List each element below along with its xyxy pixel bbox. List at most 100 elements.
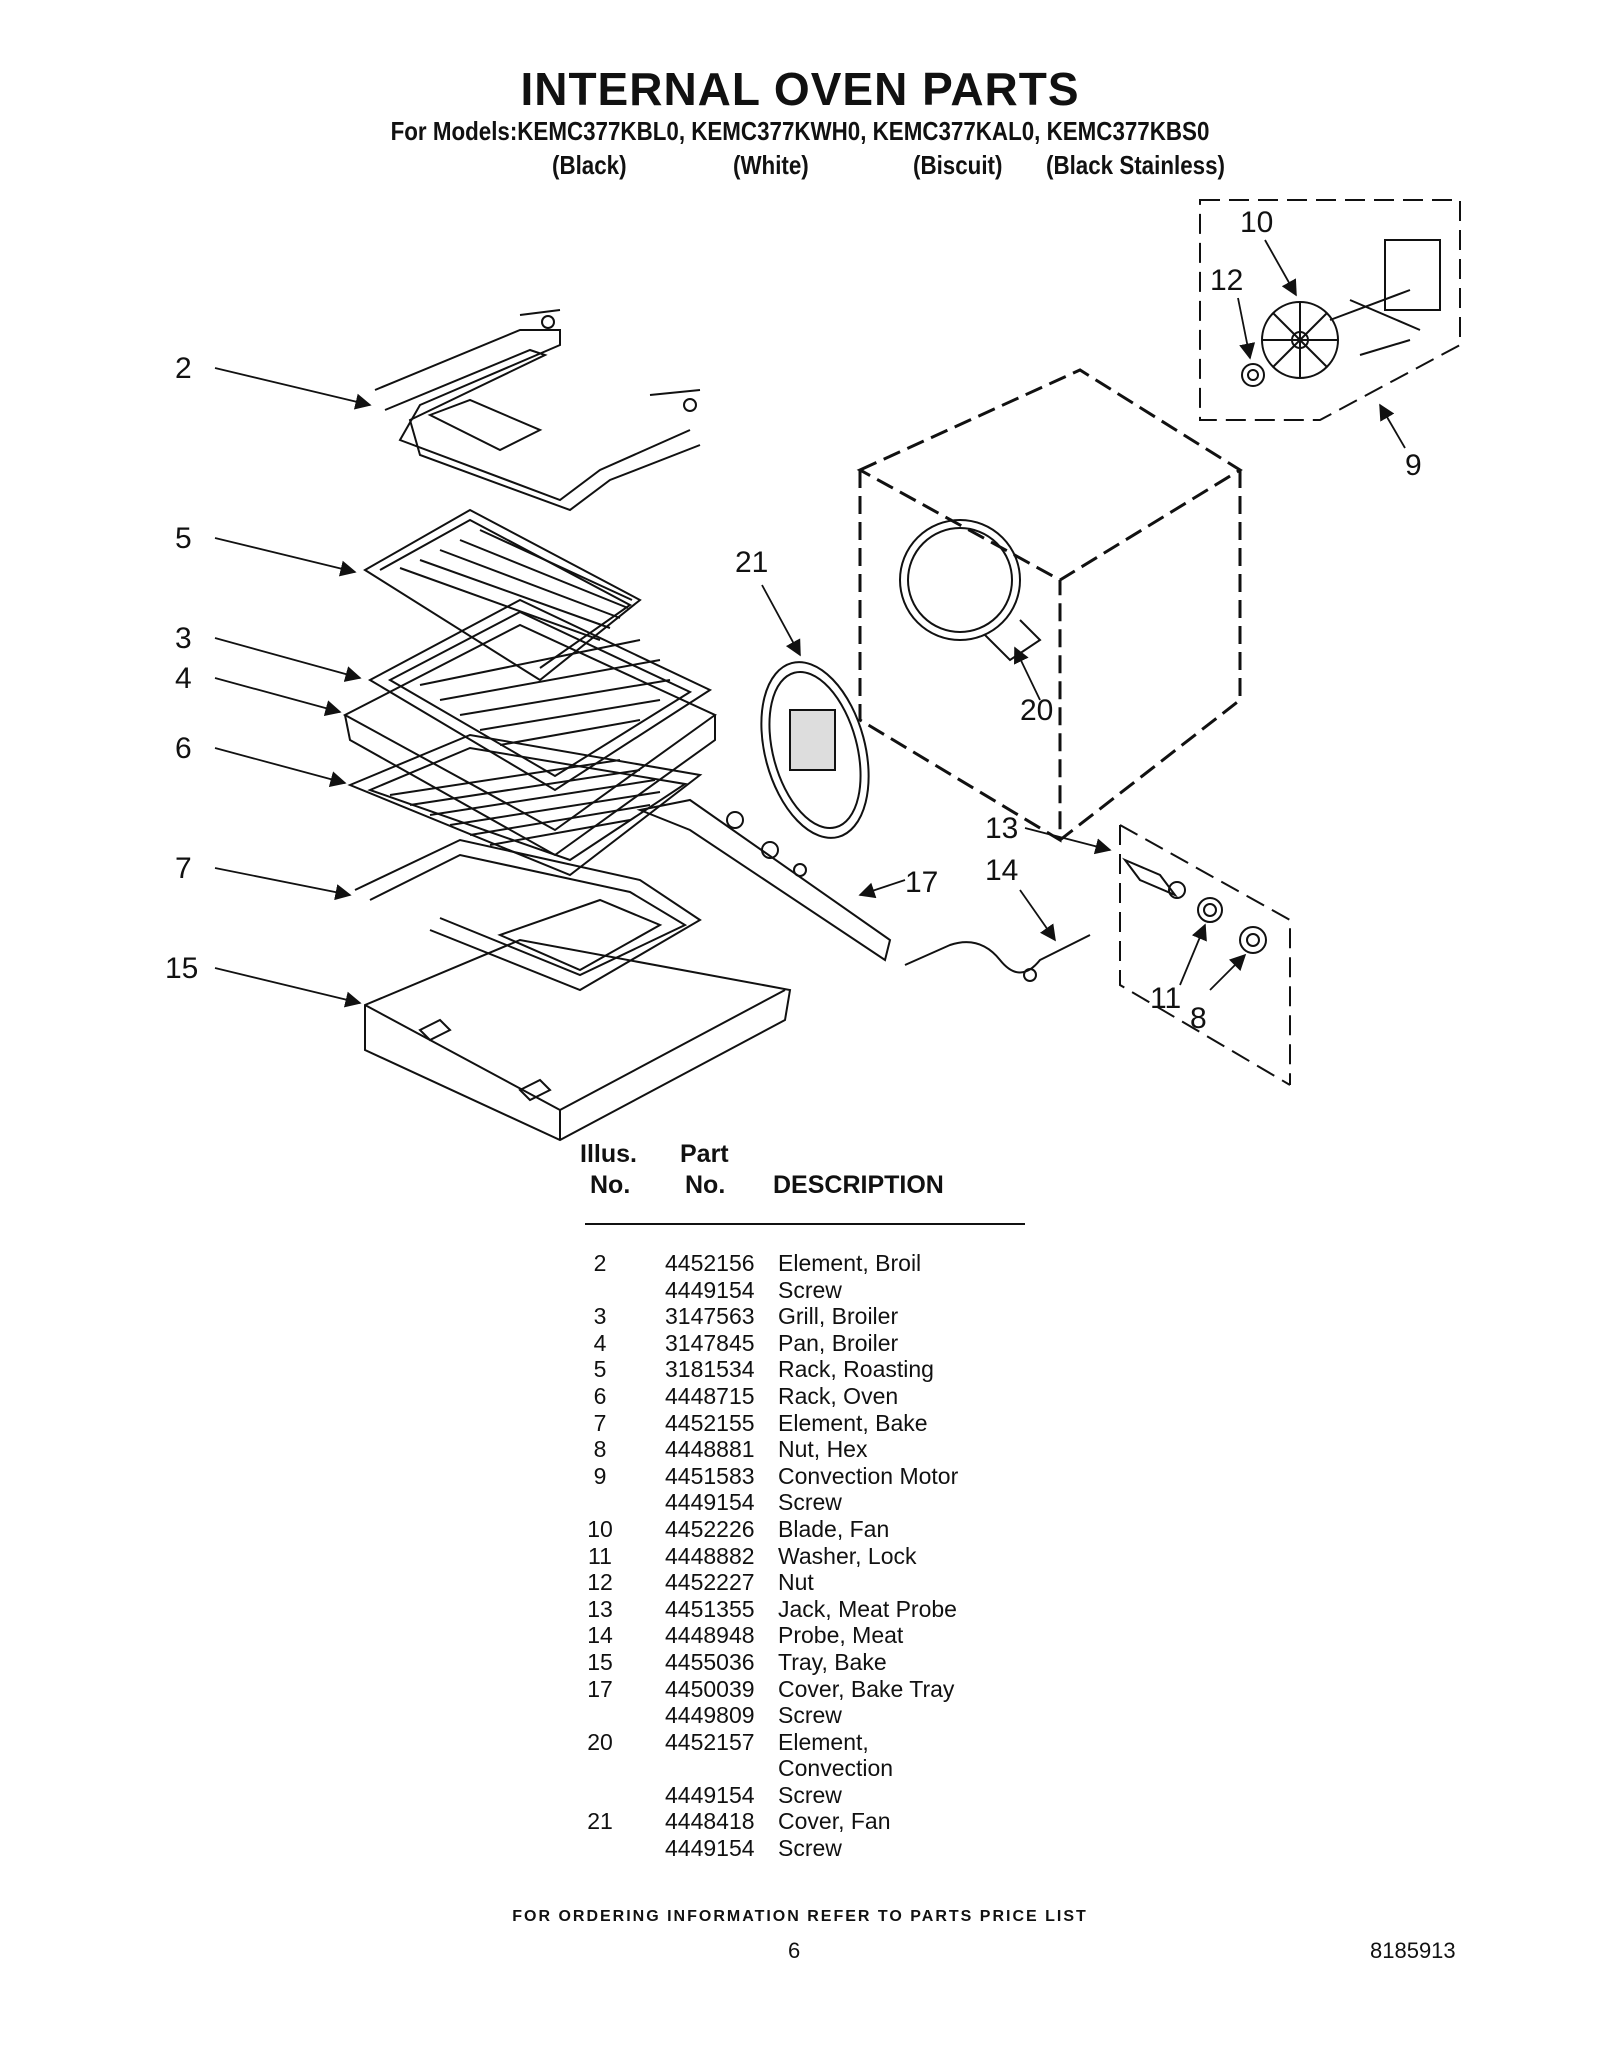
illus-no: 4 [593, 1329, 607, 1356]
part-description: Element, Bake [778, 1409, 928, 1436]
variant-black-stainless: (Black Stainless) [1046, 150, 1225, 180]
illus-no: 7 [593, 1409, 607, 1436]
part-description: Pan, Broiler [778, 1329, 899, 1356]
broiler-grill-drawing [367, 598, 713, 792]
leader-line [1024, 827, 1112, 855]
callout-8: 8 [1190, 1002, 1207, 1035]
part-description: Rack, Oven [778, 1382, 899, 1409]
convection-element-drawing [899, 519, 1042, 662]
part-no: 4455036 [665, 1648, 755, 1675]
leader-line [1179, 923, 1207, 986]
variant-black: (Black) [552, 150, 627, 180]
leader-line [214, 747, 347, 788]
hex-nut-drawing [1239, 926, 1267, 954]
part-no: 4448948 [665, 1622, 755, 1649]
part-no: 4449154 [665, 1781, 755, 1808]
part-no: 3147845 [665, 1329, 755, 1356]
convection-motor-drawing [1329, 239, 1441, 356]
illus-no: 17 [587, 1675, 613, 1702]
callout-7: 7 [175, 852, 192, 885]
leader-line [214, 367, 372, 410]
table-row: 4 3147845 Pan, Broiler [555, 1330, 1025, 1357]
illus-no: 12 [587, 1569, 613, 1596]
part-description: Element, Broil [778, 1250, 922, 1276]
part-description: Washer, Lock [778, 1542, 917, 1569]
part-no: 4450039 [665, 1675, 755, 1702]
callout-4: 4 [175, 662, 192, 695]
variant-white: (White) [733, 150, 809, 180]
illus-no: 14 [587, 1622, 613, 1649]
part-description: Jack, Meat Probe [778, 1595, 957, 1622]
callout-3: 3 [175, 622, 192, 655]
callout-5: 5 [175, 522, 192, 555]
nut-drawing [1241, 363, 1265, 387]
part-description: Cover, Fan [778, 1808, 891, 1835]
broil-element-drawing [374, 309, 701, 512]
oven-cavity-drawing [856, 368, 1243, 843]
page-number: 6 [788, 1938, 801, 1963]
part-description: Screw [778, 1702, 842, 1729]
part-no: 4452226 [665, 1515, 755, 1542]
illus-no: 3 [593, 1303, 607, 1330]
bake-element-drawing [354, 838, 702, 992]
part-no: 4451355 [665, 1595, 755, 1622]
part-description: Convection Motor [778, 1462, 959, 1489]
part-description: Nut [778, 1569, 814, 1596]
header-part-bottom: No. [685, 1171, 726, 1199]
illus-no: 11 [588, 1542, 612, 1569]
bake-tray-cover-drawing [636, 798, 892, 962]
header-part-top: Part [680, 1140, 729, 1168]
header-illus-bottom: No. [590, 1171, 631, 1199]
leader-line [214, 537, 357, 577]
oven-rack-drawing [347, 733, 703, 877]
callout-13: 13 [985, 812, 1018, 845]
callout-2: 2 [175, 352, 192, 385]
illus-no: 10 [587, 1515, 613, 1542]
leader-line [1014, 646, 1041, 701]
part-no: 4448881 [665, 1436, 755, 1463]
variant-biscuit: (Biscuit) [913, 150, 1003, 180]
illus-no: 2 [593, 1250, 607, 1276]
callout-17: 17 [905, 866, 938, 899]
part-no: 4449154 [665, 1489, 755, 1516]
table-row: 4449154 Screw [555, 1835, 1025, 1862]
part-no: 4449154 [665, 1276, 755, 1303]
leader-line [1379, 403, 1406, 449]
leader-line [214, 967, 362, 1008]
part-description: Convection [778, 1755, 894, 1782]
callout-12: 12 [1210, 264, 1243, 297]
part-no: 4448715 [665, 1382, 755, 1409]
part-description: Rack, Roasting [778, 1356, 934, 1383]
leader-line [1237, 297, 1256, 360]
callout-14: 14 [985, 854, 1018, 887]
callout-21: 21 [735, 546, 768, 579]
table-row: Convection [555, 1755, 1025, 1782]
table-row: 4449154 Screw [555, 1489, 1025, 1516]
fan-blade-drawing [1261, 301, 1339, 379]
part-description: Screw [778, 1835, 842, 1862]
illus-no: 6 [593, 1382, 607, 1409]
part-description: Screw [778, 1489, 842, 1516]
illus-no: 20 [587, 1728, 613, 1755]
document-number: 8185913 [1370, 1938, 1456, 1963]
part-description: Probe, Meat [778, 1622, 904, 1649]
callout-9: 9 [1405, 449, 1422, 482]
roasting-rack-drawing [363, 508, 642, 682]
part-no: 4449154 [665, 1835, 755, 1862]
bake-tray-drawing [364, 938, 792, 1142]
leader-line [1209, 953, 1247, 991]
part-no: 3147563 [665, 1303, 755, 1330]
illus-no: 9 [593, 1462, 607, 1489]
header-rule [585, 1223, 1025, 1225]
ordering-note: FOR ORDERING INFORMATION REFER TO PARTS … [512, 1908, 1088, 1925]
